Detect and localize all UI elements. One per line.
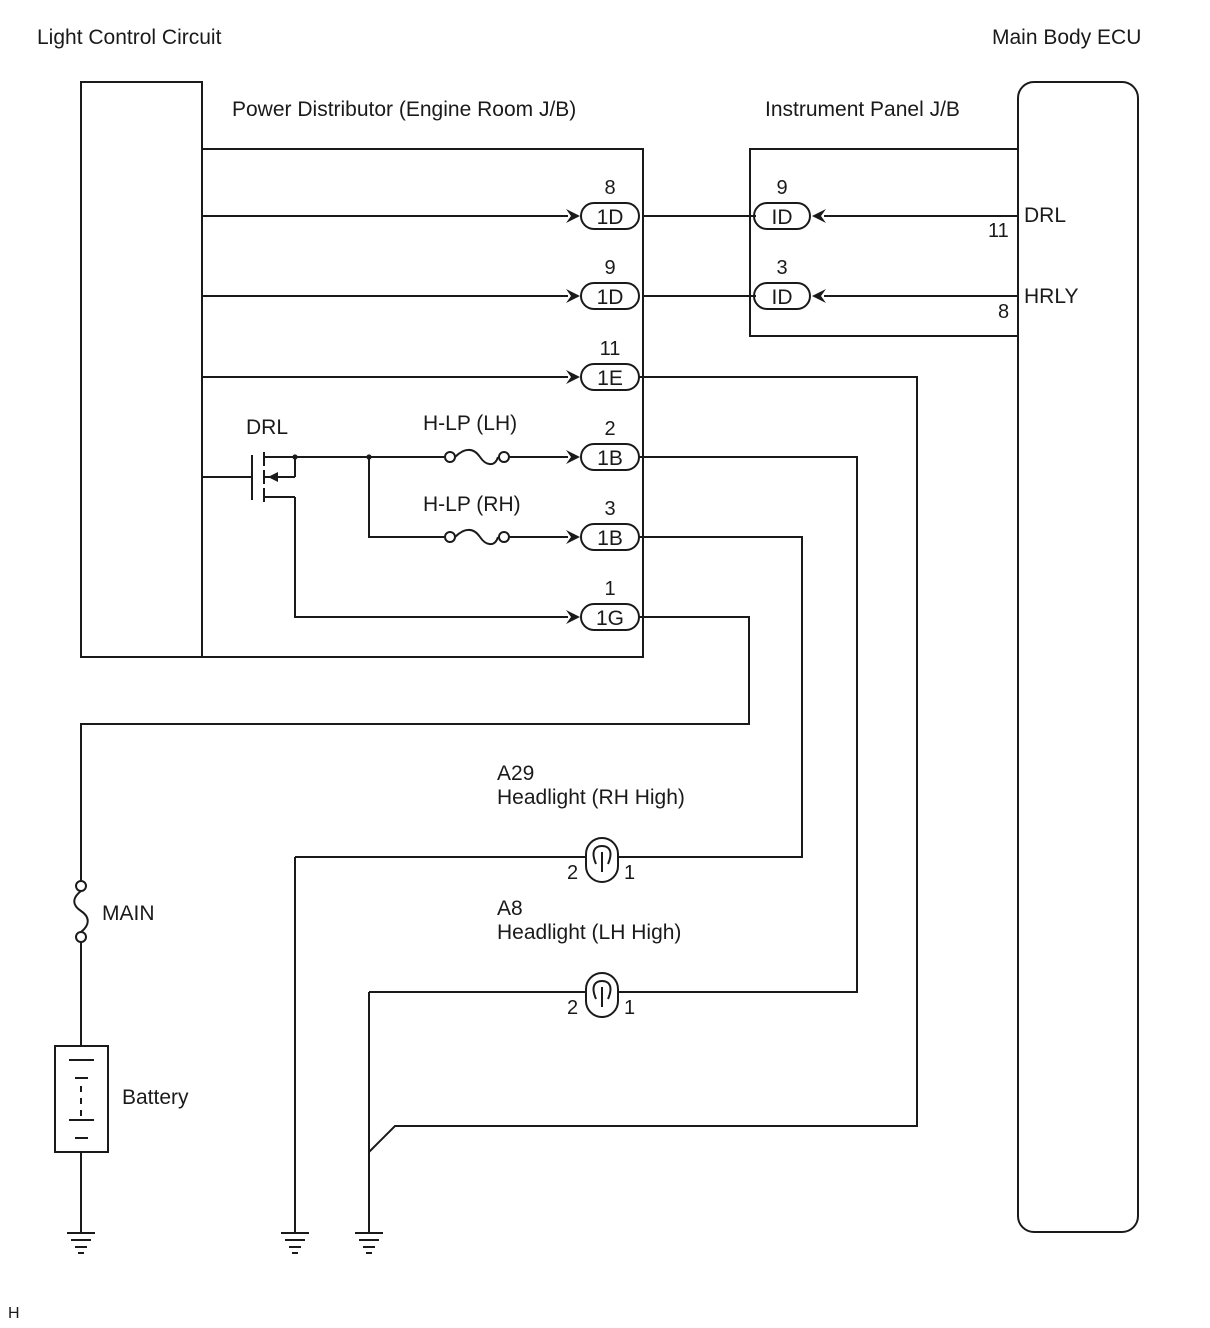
pd-connector-1e-11: 11 1E: [566, 338, 640, 391]
pd-connector-1b-3: 3 1B: [566, 498, 640, 551]
ground-icon: [67, 1232, 95, 1254]
ecu-pin-drl-label: DRL: [1024, 204, 1066, 227]
svg-text:2: 2: [604, 418, 615, 440]
headlight-rh-pin-right: 1: [624, 862, 635, 884]
instrument-panel-label: Instrument Panel J/B: [765, 98, 960, 121]
ecu-pin-hrly-label: HRLY: [1024, 285, 1078, 308]
headlight-lh-bulb-icon: [585, 972, 619, 1018]
pd-connector-1d-9: 9 1D: [566, 257, 640, 310]
wire-1b2-lh-headlight: [618, 456, 858, 993]
power-distributor-label: Power Distributor (Engine Room J/B): [232, 98, 576, 121]
main-body-ecu-box: [1017, 81, 1139, 1233]
wire-1e-ground: [368, 376, 918, 1153]
light-control-circuit-box: [80, 81, 203, 658]
svg-text:3: 3: [604, 498, 615, 520]
fuse-lh-symbol: [444, 448, 510, 466]
pd-connector-1d-8: 8 1D: [566, 177, 640, 230]
svg-text:1D: 1D: [597, 206, 624, 229]
headlight-lh-pin-left: 2: [567, 997, 578, 1019]
wire-relay-fuse-rh: [368, 457, 444, 538]
headlight-lh-name: Headlight (LH High): [497, 921, 681, 944]
battery-label: Battery: [122, 1086, 189, 1109]
ecu-pin-hrly-number: 8: [998, 301, 1009, 323]
footer-mark: H: [8, 1305, 20, 1322]
wire-relay-1g: [294, 497, 568, 618]
svg-text:ID: ID: [772, 286, 793, 309]
ground-icon: [281, 1232, 309, 1254]
battery-icon: [54, 1045, 109, 1153]
drl-relay-symbol: [202, 452, 298, 502]
headlight-lh-pin-right: 1: [624, 997, 635, 1019]
headlight-rh-pin-left: 2: [567, 862, 578, 884]
svg-text:9: 9: [776, 177, 787, 199]
svg-text:ID: ID: [772, 206, 793, 229]
svg-text:9: 9: [604, 257, 615, 279]
pd-connector-1g-1: 1 1G: [566, 578, 640, 631]
drl-relay-label: DRL: [246, 416, 288, 439]
fuse-rh-label: H-LP (RH): [423, 493, 521, 516]
svg-text:8: 8: [604, 177, 615, 199]
svg-text:3: 3: [776, 257, 787, 279]
ecu-pin-drl-number: 11: [988, 220, 1009, 242]
pd-connector-1b-2: 2 1B: [566, 418, 640, 471]
diagram-title: Light Control Circuit: [37, 26, 222, 49]
ecu-title: Main Body ECU: [992, 26, 1141, 49]
headlight-lh-code: A8: [497, 897, 523, 920]
ipjb-connector-id-3: 3 ID: [753, 257, 826, 310]
wire-1b3-rh-headlight: [618, 536, 803, 858]
ipjb-connector-id-9: 9 ID: [753, 177, 826, 230]
ground-icon: [355, 1232, 383, 1254]
wire-1g-main-fuse: [80, 616, 750, 882]
svg-text:1B: 1B: [597, 447, 623, 470]
fuse-lh-label: H-LP (LH): [423, 412, 517, 435]
svg-text:1E: 1E: [597, 367, 623, 390]
power-distributor-box: [201, 148, 644, 658]
fuse-rh-symbol: [444, 528, 510, 546]
headlight-rh-name: Headlight (RH High): [497, 786, 685, 809]
main-fuse-label: MAIN: [102, 902, 155, 925]
svg-text:1G: 1G: [596, 607, 624, 630]
headlight-rh-bulb-icon: [585, 837, 619, 883]
svg-text:1D: 1D: [597, 286, 624, 309]
svg-text:11: 11: [600, 338, 621, 360]
svg-text:1: 1: [604, 578, 615, 600]
headlight-rh-code: A29: [497, 762, 534, 785]
main-fuse-symbol: [73, 880, 89, 943]
svg-text:1B: 1B: [597, 527, 623, 550]
